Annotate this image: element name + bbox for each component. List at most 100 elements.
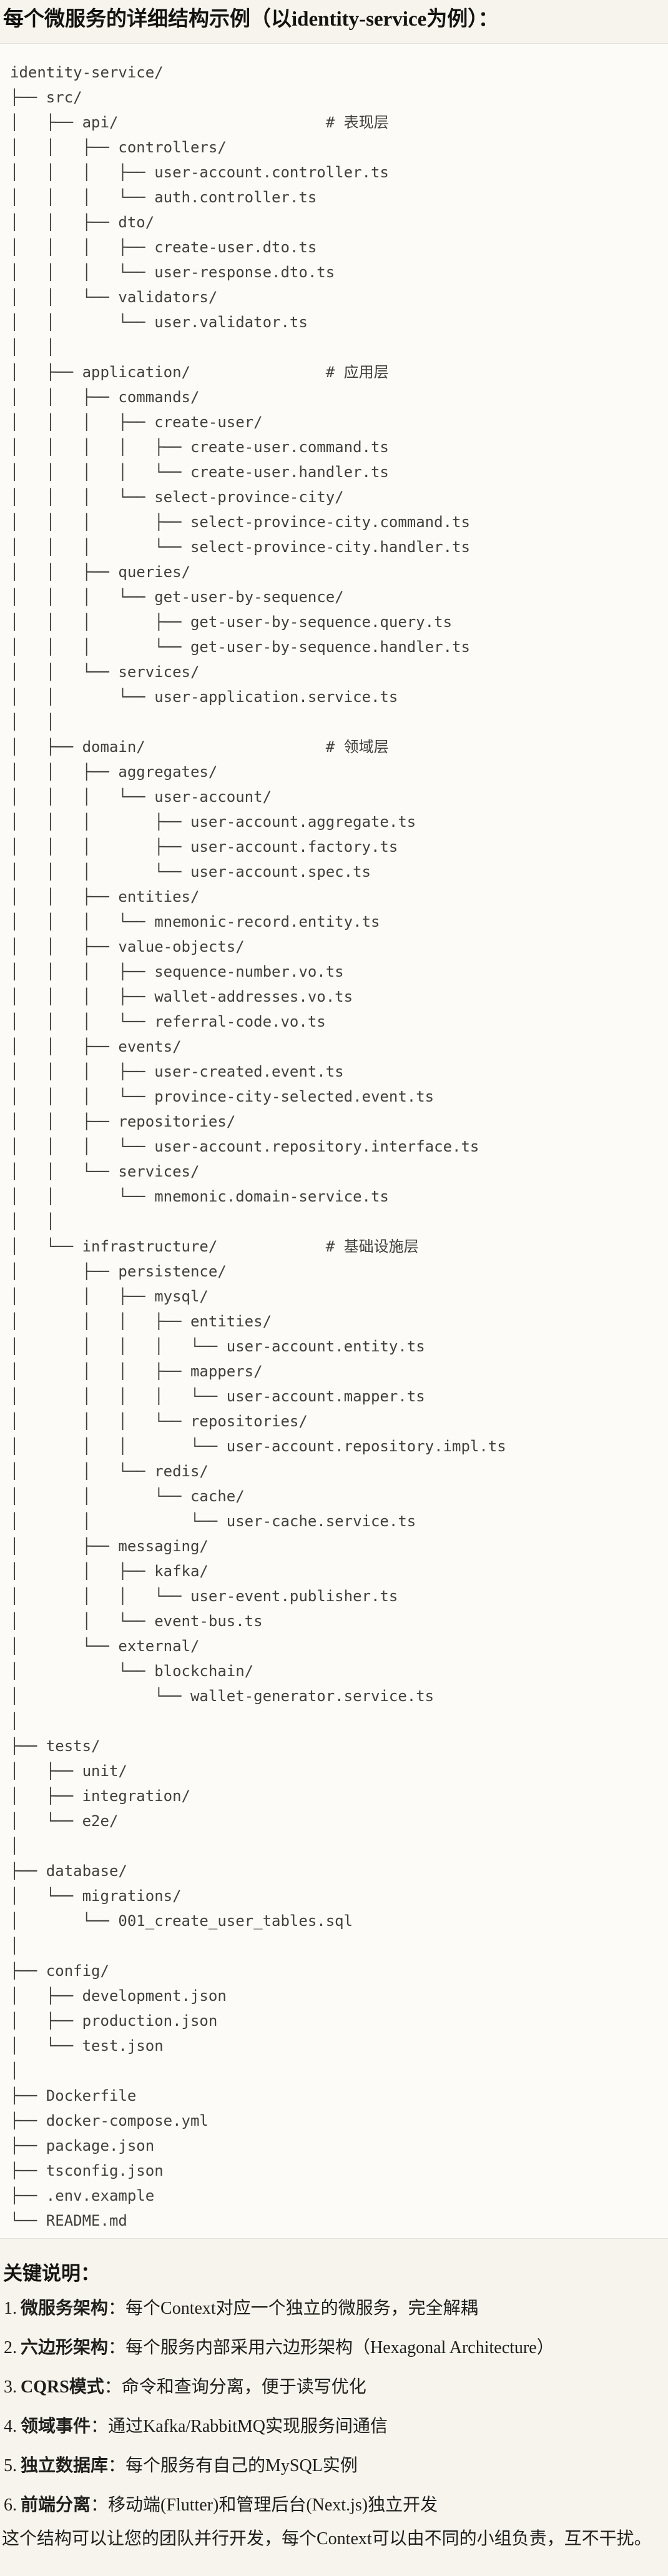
tree-line: │ └── e2e/ <box>10 1812 119 1830</box>
note-item-desc: ：每个服务有自己的MySQL实例 <box>108 2456 358 2475</box>
page-title: 每个微服务的详细结构示例（以identity-service为例）： <box>3 8 499 31</box>
note-item-desc: ：移动端(Flutter)和管理后台(Next.js)独立开发 <box>91 2495 438 2515</box>
tree-line: │ │ └── user-application.service.ts <box>10 688 398 706</box>
tree-line: │ │ │ ├── wallet-addresses.vo.ts <box>10 988 353 1005</box>
tree-line: ├── tsconfig.json <box>10 2162 164 2179</box>
tree-line: │ <box>10 2062 19 2080</box>
tree-line: │ │ │ │ └── user-account.mapper.ts <box>10 1388 425 1405</box>
tree-line: │ │ │ └── mnemonic-record.entity.ts <box>10 913 380 930</box>
tree-line: │ │ │ ├── user-account.controller.ts <box>10 164 389 181</box>
note-item-term: 六边形架构 <box>21 2338 109 2357</box>
note-item-desc: ：每个服务内部采用六边形架构（Hexagonal Architecture） <box>108 2338 554 2357</box>
tree-line: │ │ │ └── get-user-by-sequence.handler.t… <box>10 638 470 656</box>
tree-line: │ └── test.json <box>10 2037 164 2055</box>
note-item-number: 4. <box>4 2417 17 2436</box>
note-item: 1.微服务架构：每个Context对应一个独立的微服务，完全解耦 <box>4 2296 668 2321</box>
tree-line: │ │ │ └── user-event.publisher.ts <box>10 1587 398 1605</box>
tree-line: │ │ │ └── user-response.dto.ts <box>10 264 335 281</box>
tree-line: └── README.md <box>10 2212 127 2229</box>
notes-heading: 关键说明： <box>3 2263 100 2284</box>
note-item-term: 前端分离 <box>21 2495 91 2515</box>
note-item-term: 微服务架构 <box>21 2299 109 2318</box>
tree-line: │ <box>10 1837 19 1855</box>
note-item: 2.六边形架构：每个服务内部采用六边形架构（Hexagonal Architec… <box>4 2336 668 2361</box>
tree-line: │ │ │ │ ├── create-user.command.ts <box>10 438 389 456</box>
tree-line: │ ├── domain/ # 领域层 <box>10 738 389 756</box>
tree-line: identity-service/ <box>10 64 164 81</box>
tree-line: │ │ │ └── user-account.repository.impl.t… <box>10 1438 506 1455</box>
tree-line: │ └── blockchain/ <box>10 1662 254 1680</box>
tree-line: │ │ │ │ └── create-user.handler.ts <box>10 463 389 481</box>
tree-line: │ │ └── user.validator.ts <box>10 313 308 331</box>
tree-line: │ │ └── event-bus.ts <box>10 1612 263 1630</box>
tree-line: │ ├── messaging/ <box>10 1537 209 1555</box>
tree-line: │ <box>10 1712 19 1730</box>
tree-line: │ └── 001_create_user_tables.sql <box>10 1912 353 1930</box>
tree-line: │ │ └── redis/ <box>10 1463 209 1480</box>
tree-line: │ ├── integration/ <box>10 1787 190 1805</box>
tree-line: │ │ │ ├── select-province-city.command.t… <box>10 513 470 531</box>
tree-line: │ │ ├── events/ <box>10 1038 182 1055</box>
code-block: identity-service/ ├── src/ │ ├── api/ # 表现… <box>0 43 668 2239</box>
file-tree: identity-service/ ├── src/ │ ├── api/ # 表现… <box>10 60 668 2233</box>
tree-line: ├── database/ <box>10 1862 127 1880</box>
tree-line: │ │ │ ├── create-user.dto.ts <box>10 239 317 256</box>
note-item: 3.CQRS模式：命令和查询分离，便于读写优化 <box>4 2375 668 2400</box>
tree-line: │ │ │ └── user-account/ <box>10 788 272 806</box>
tree-line: │ ├── unit/ <box>10 1762 127 1780</box>
tree-line: │ │ │ └── select-province-city.handler.t… <box>10 538 470 556</box>
tree-line: │ │ └── validators/ <box>10 289 218 306</box>
tree-line: │ │ │ ├── get-user-by-sequence.query.ts <box>10 613 453 631</box>
tree-line: │ │ <box>10 713 56 731</box>
tree-line: │ │ │ ├── entities/ <box>10 1313 272 1330</box>
tree-line: │ │ │ └── user-account.spec.ts <box>10 863 371 881</box>
tree-line: │ │ ├── mysql/ <box>10 1288 209 1305</box>
tree-line: ├── tests/ <box>10 1737 101 1755</box>
note-item-term: CQRS模式 <box>21 2377 104 2397</box>
note-item-term: 领域事件 <box>21 2417 91 2436</box>
note-item-term: 独立数据库 <box>21 2456 109 2475</box>
footer-note: 这个结构可以让您的团队并行开发，每个Context可以由不同的小组负责，互不干扰… <box>2 2529 652 2549</box>
tree-line: │ │ │ └── province-city-selected.event.t… <box>10 1088 435 1105</box>
note-item: 5.独立数据库：每个服务有自己的MySQL实例 <box>4 2454 668 2479</box>
tree-line: │ │ │ ├── mappers/ <box>10 1363 263 1380</box>
tree-line: │ │ │ └── get-user-by-sequence/ <box>10 588 344 606</box>
note-item-desc: ：命令和查询分离，便于读写优化 <box>104 2377 366 2397</box>
tree-line: │ │ │ ├── user-created.event.ts <box>10 1063 344 1080</box>
tree-line: │ │ │ └── select-province-city/ <box>10 488 344 506</box>
tree-line: │ │ ├── kafka/ <box>10 1562 209 1580</box>
note-item-desc: ：每个Context对应一个独立的微服务，完全解耦 <box>108 2299 478 2318</box>
tree-line: │ ├── production.json <box>10 2012 218 2030</box>
tree-line: │ │ │ └── referral-code.vo.ts <box>10 1013 326 1030</box>
tree-line: │ └── external/ <box>10 1637 200 1655</box>
tree-line: │ │ │ ├── user-account.factory.ts <box>10 838 398 856</box>
tree-line: │ │ ├── value-objects/ <box>10 938 245 955</box>
tree-line: ├── Dockerfile <box>10 2087 137 2105</box>
tree-line: │ <box>10 1937 19 1955</box>
note-item-number: 5. <box>4 2456 17 2475</box>
tree-line: │ │ │ ├── sequence-number.vo.ts <box>10 963 344 980</box>
tree-line: │ └── wallet-generator.service.ts <box>10 1687 435 1705</box>
tree-line: │ └── infrastructure/ # 基础设施层 <box>10 1238 419 1255</box>
tree-line: │ │ └── cache/ <box>10 1488 245 1505</box>
tree-line: │ ├── api/ # 表现层 <box>10 114 389 131</box>
tree-line: │ │ ├── aggregates/ <box>10 763 218 781</box>
tree-line: │ │ ├── dto/ <box>10 214 155 231</box>
tree-line: │ │ └── services/ <box>10 1163 200 1180</box>
note-item-number: 2. <box>4 2338 17 2357</box>
tree-line: ├── package.json <box>10 2137 155 2154</box>
tree-line: │ │ <box>10 1213 56 1230</box>
note-item-number: 3. <box>4 2377 17 2397</box>
tree-line: │ │ <box>10 338 56 356</box>
tree-line: │ │ ├── repositories/ <box>10 1113 236 1130</box>
note-item: 6.前端分离：移动端(Flutter)和管理后台(Next.js)独立开发 <box>4 2493 668 2518</box>
tree-line: │ │ ├── entities/ <box>10 888 200 906</box>
note-item: 4.领域事件：通过Kafka/RabbitMQ实现服务间通信 <box>4 2414 668 2439</box>
tree-line: │ │ │ ├── user-account.aggregate.ts <box>10 813 416 831</box>
tree-line: │ │ └── services/ <box>10 663 200 681</box>
tree-line: ├── .env.example <box>10 2187 155 2204</box>
tree-line: │ │ ├── controllers/ <box>10 139 227 156</box>
tree-line: │ │ └── mnemonic.domain-service.ts <box>10 1188 389 1205</box>
tree-line: ├── src/ <box>10 89 82 106</box>
